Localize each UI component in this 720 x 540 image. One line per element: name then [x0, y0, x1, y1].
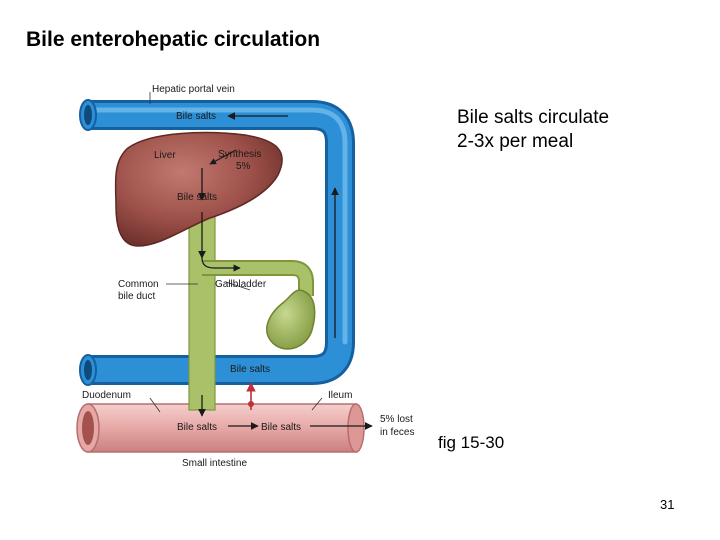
figure-reference: fig 15-30 — [438, 433, 505, 452]
label-ileum: Ileum — [328, 390, 352, 401]
label-small-intestine: Small intestine — [182, 458, 247, 469]
label-bile-salts-top: Bile salts — [176, 111, 216, 122]
label-bile-salts-liver: Bile salts — [177, 192, 217, 203]
label-bile-salts-intestine-left: Bile salts — [177, 422, 217, 433]
label-synthesis-line1: Synthesis — [218, 149, 261, 160]
slide-title: Bile enterohepatic circulation — [26, 28, 321, 51]
label-lost-line1: 5% lost — [380, 414, 413, 425]
label-liver: Liver — [154, 150, 176, 161]
page-number: 31 — [660, 497, 675, 512]
circulation-note: Bile salts circulate 2-3x per meal — [457, 106, 609, 154]
label-synthesis-line2: 5% — [236, 161, 251, 172]
label-common-bile-duct-line2: bile duct — [118, 291, 155, 302]
liver — [114, 131, 283, 247]
note-line-2: 2-3x per meal — [457, 131, 574, 152]
label-duodenum: Duodenum — [82, 390, 131, 401]
label-lost-line2: in feces — [380, 427, 414, 438]
label-bile-salts-intestine-right: Bile salts — [261, 422, 301, 433]
label-common-bile-duct-line1: Common — [118, 279, 159, 290]
small-intestine — [76, 403, 365, 453]
label-hepatic-portal-vein: Hepatic portal vein — [152, 84, 235, 95]
gallbladder — [266, 289, 316, 350]
label-gallbladder: Gallbladder — [215, 279, 267, 290]
flow-arrows — [198, 112, 373, 430]
note-line-1: Bile salts circulate — [457, 107, 610, 128]
label-bile-salts-ileum: Bile salts — [230, 364, 270, 375]
leader-lines — [149, 92, 323, 413]
portal-vein — [79, 99, 355, 386]
